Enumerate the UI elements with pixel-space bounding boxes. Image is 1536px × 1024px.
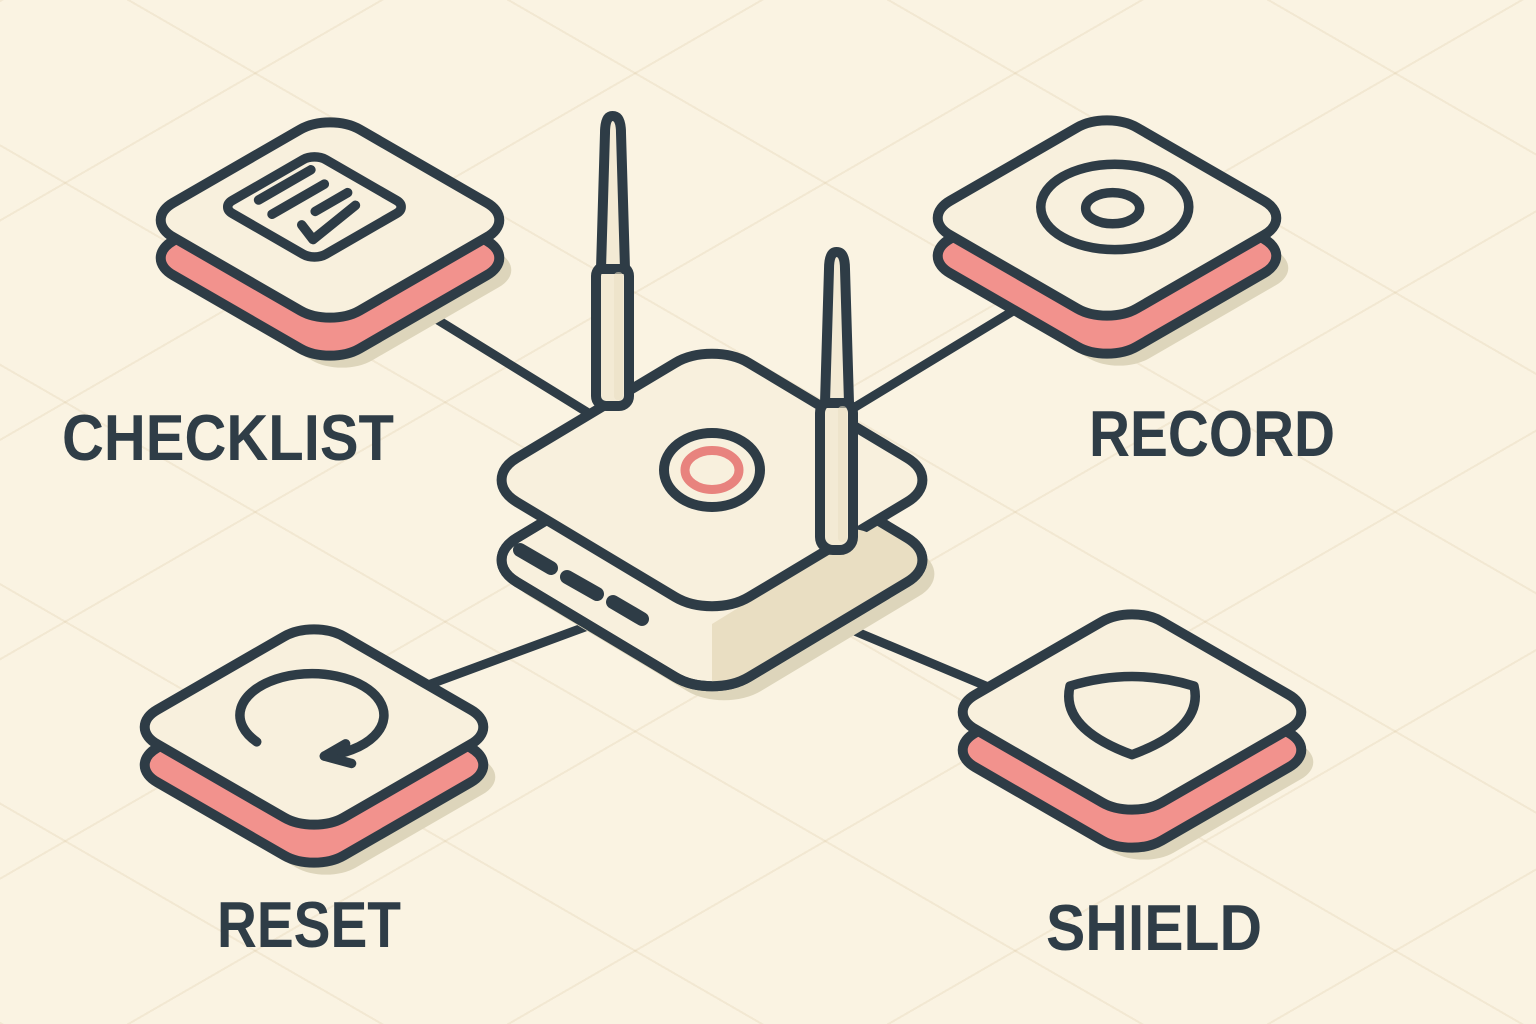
antenna-right-icon xyxy=(820,252,876,555)
wifi-router-icon xyxy=(480,116,944,701)
tile-top-face xyxy=(945,604,1318,819)
label-shield: SHIELD xyxy=(1046,891,1262,964)
antenna-left-icon xyxy=(596,116,629,406)
shield-icon xyxy=(1069,677,1195,755)
connector-top-right xyxy=(837,303,1023,420)
connector-bottom-left xyxy=(423,622,590,690)
connector-bottom-right xyxy=(840,622,1010,699)
label-reset: RESET xyxy=(217,888,401,961)
node-record xyxy=(920,110,1293,366)
node-reset xyxy=(127,619,500,875)
connector-lines xyxy=(415,303,1023,699)
tile-top-face xyxy=(127,619,500,834)
connector-top-left xyxy=(415,304,595,419)
checklist-icon xyxy=(221,153,408,261)
reset-icon xyxy=(210,656,424,780)
label-checklist: CHECKLIST xyxy=(62,401,394,474)
node-checklist xyxy=(143,112,512,368)
status-ring-icon xyxy=(659,428,765,512)
record-icon xyxy=(1010,147,1219,268)
router-vents xyxy=(513,543,649,626)
tile-top-face xyxy=(920,110,1293,325)
node-shield xyxy=(945,604,1318,860)
label-record: RECORD xyxy=(1089,397,1335,470)
